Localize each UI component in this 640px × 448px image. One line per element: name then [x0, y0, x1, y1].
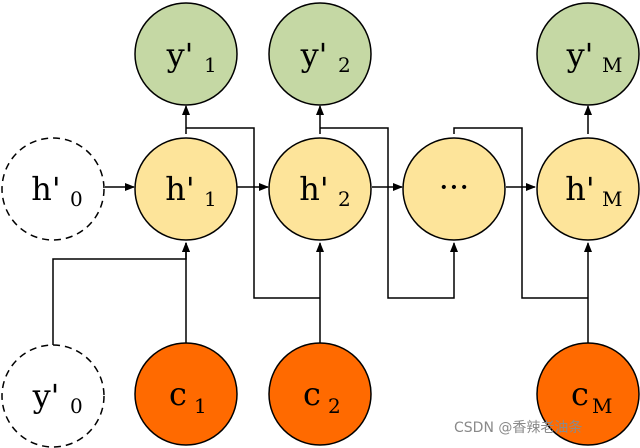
edge-loop-2 — [320, 127, 458, 299]
node-yM-sub: M — [602, 53, 622, 77]
node-cM-circle — [536, 342, 640, 446]
node-c2-main: c — [303, 375, 321, 413]
node-y2-circle — [268, 2, 372, 106]
node-y0-sub: 0 — [70, 394, 83, 418]
node-y1: y' 1 — [134, 2, 238, 106]
node-h2-circle — [268, 137, 372, 241]
node-y1-main: y' — [166, 36, 194, 74]
node-h0-sub: 0 — [70, 187, 83, 211]
node-c2: c 2 — [268, 342, 372, 446]
node-y1-sub: 1 — [204, 53, 217, 77]
node-yM: y' M — [536, 2, 640, 106]
node-hM-main: h' — [565, 170, 594, 208]
node-hdots-main: ··· — [439, 168, 470, 206]
hidden-nodes: h' 0 h' 1 h' 2 ··· h' M — [1, 137, 640, 241]
node-cM-sub: M — [592, 394, 612, 418]
watermark: CSDN @香辣老油条 — [454, 419, 582, 436]
node-c2-sub: 2 — [328, 394, 341, 418]
input-nodes: y' 0 c 1 c 2 c M — [1, 342, 640, 448]
connections — [52, 105, 592, 345]
node-h0-circle — [1, 137, 105, 241]
node-y0-circle — [1, 344, 105, 448]
edge-loop-1 — [186, 127, 320, 299]
edge-y0-h1 — [52, 242, 190, 345]
node-c1: c 1 — [134, 342, 238, 446]
node-y0: y' 0 — [1, 344, 105, 448]
node-y2-main: y' — [300, 36, 328, 74]
node-hM-sub: M — [602, 187, 622, 211]
node-h2-sub: 2 — [338, 187, 351, 211]
node-hM-circle — [536, 137, 640, 241]
node-h0: h' 0 — [1, 137, 105, 241]
node-y2-sub: 2 — [338, 53, 351, 77]
node-h1-main: h' — [165, 170, 194, 208]
node-y2: y' 2 — [268, 2, 372, 106]
node-cM: c M — [536, 342, 640, 446]
node-c1-main: c — [169, 375, 187, 413]
node-c2-circle — [268, 342, 372, 446]
node-y0-main: y' — [32, 377, 60, 415]
node-hdots-circle — [402, 137, 506, 241]
node-hdots: ··· — [402, 137, 506, 241]
node-h2-main: h' — [299, 170, 328, 208]
node-h1-sub: 1 — [204, 187, 217, 211]
node-c1-circle — [134, 342, 238, 446]
node-cM-main: c — [571, 375, 589, 413]
node-h1-circle — [134, 137, 238, 241]
node-c1-sub: 1 — [194, 394, 207, 418]
node-h1: h' 1 — [134, 137, 238, 241]
node-yM-main: y' — [566, 36, 594, 74]
node-h2: h' 2 — [268, 137, 372, 241]
node-y1-circle — [134, 2, 238, 106]
output-nodes: y' 1 y' 2 y' M — [134, 2, 640, 106]
node-yM-circle — [536, 2, 640, 106]
node-h0-main: h' — [31, 170, 60, 208]
edge-loop-3 — [453, 127, 588, 299]
node-hM: h' M — [536, 137, 640, 241]
